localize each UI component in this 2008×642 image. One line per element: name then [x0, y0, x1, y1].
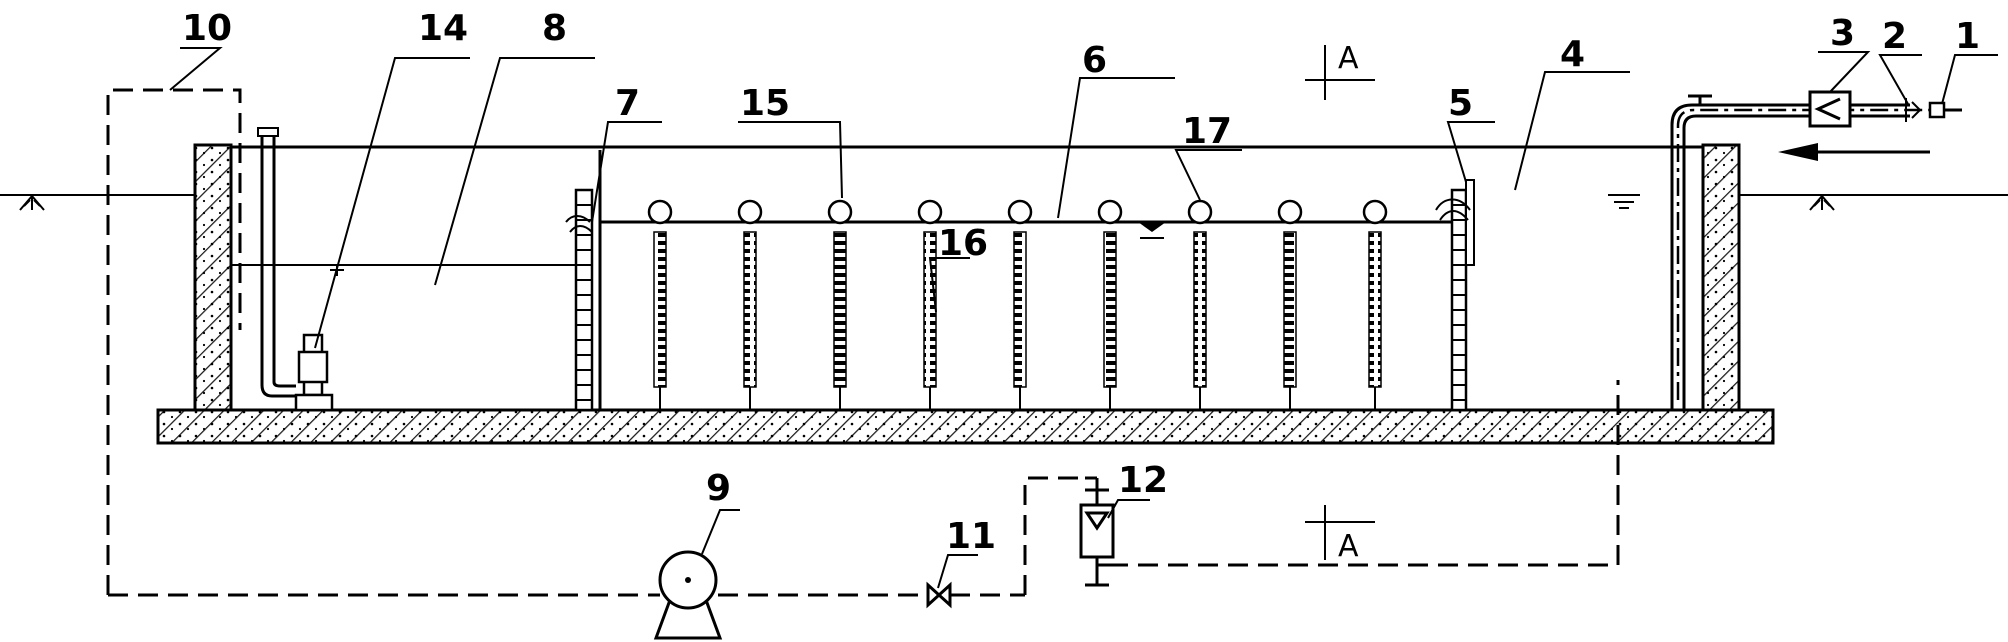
label-15: 15: [740, 83, 790, 124]
flowmeter-12: [1079, 476, 1115, 587]
dashed-line-10: [106, 88, 660, 597]
label-12: 12: [1118, 460, 1168, 501]
label-4: 4: [1560, 34, 1585, 75]
blower-9: [653, 550, 723, 640]
baffle-5: [1435, 179, 1475, 412]
label-1: 1: [1955, 16, 1980, 57]
label-6: 6: [1082, 40, 1107, 81]
section-label-top: A: [1338, 41, 1359, 76]
flow-direction-arrow: [1778, 143, 1930, 161]
valve-11: [926, 581, 952, 609]
membrane-module-3: [827, 199, 853, 410]
membrane-module-5: [1007, 199, 1033, 410]
leader-lines: [169, 47, 1998, 589]
label-10: 10: [182, 8, 232, 49]
label-9: 9: [706, 468, 731, 509]
dashed-line-main: [718, 380, 1620, 597]
label-3: 3: [1830, 13, 1855, 54]
section-mark-top: A: [1305, 41, 1375, 100]
zone-4-water-level: [1608, 194, 1640, 209]
section-label-bottom: A: [1338, 529, 1359, 564]
baffle-7: [565, 150, 602, 412]
label-14: 14: [418, 8, 468, 49]
inlet-pipe: [1670, 90, 1962, 410]
label-16: 16: [938, 223, 988, 264]
membrane-module-2: [737, 199, 763, 410]
membrane-module-4: [917, 199, 943, 410]
ground-line-right: [1735, 194, 2008, 211]
membrane-module-1: [647, 199, 673, 410]
membrane-module-7: [1187, 199, 1213, 410]
section-mark-bottom: A: [1305, 505, 1375, 564]
submersible-pump-14: [257, 127, 334, 412]
label-11: 11: [946, 516, 996, 557]
label-8: 8: [542, 8, 567, 49]
membrane-module-8: [1277, 199, 1303, 410]
ground-line-left: [0, 194, 196, 211]
labels: 1 2 3 4 5 6 7 8 9 10 11 12 14 15 16 17: [182, 8, 1980, 557]
membrane-module-9: [1362, 199, 1388, 410]
label-7: 7: [615, 83, 640, 124]
membrane-module-6: [1097, 199, 1123, 410]
zone-6-header-line: [600, 220, 1462, 239]
membrane-modules: [647, 199, 1388, 410]
label-17: 17: [1182, 111, 1232, 152]
zone-8-water-level: [231, 264, 580, 276]
tank-structure: [156, 143, 1775, 445]
label-2: 2: [1882, 16, 1907, 57]
label-5: 5: [1448, 83, 1473, 124]
